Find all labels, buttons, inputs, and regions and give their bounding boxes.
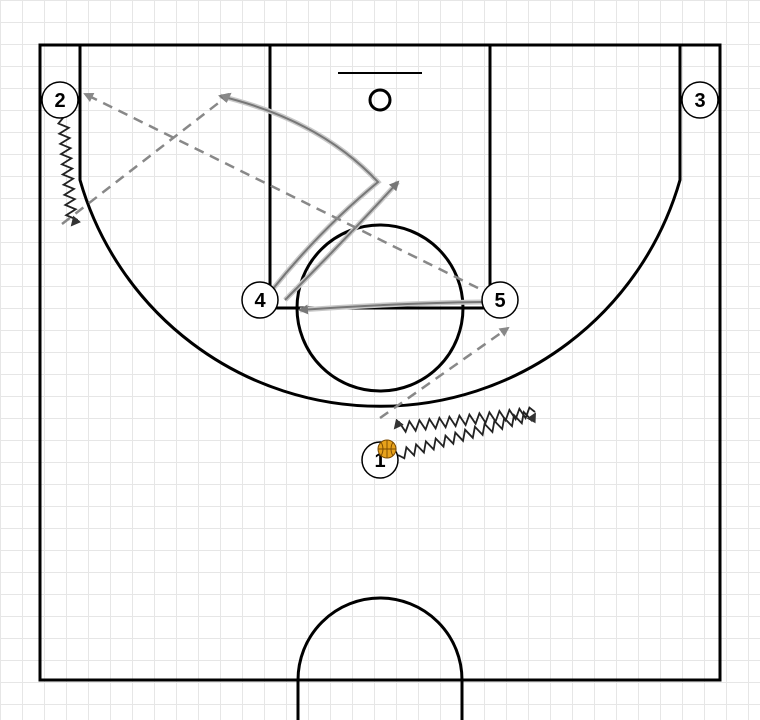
pass-line-5-to-2 <box>83 92 479 290</box>
player-marker <box>681 81 719 119</box>
player-4: 4 <box>241 281 279 319</box>
free-throw-circle <box>295 223 465 393</box>
pass-line-2-to-top <box>61 92 232 225</box>
court-boundary <box>38 43 722 682</box>
player-marker <box>481 281 519 319</box>
player-5: 5 <box>481 281 519 319</box>
player-label: 1 <box>374 450 385 472</box>
cut-path-4-to-top-left <box>218 93 380 291</box>
court-lines <box>38 43 722 720</box>
player-label: 4 <box>254 290 266 312</box>
play-movements <box>56 92 536 460</box>
player-marker <box>41 81 79 119</box>
three-point-arc <box>78 45 682 408</box>
players-layer: 1 2 3 4 5 <box>41 81 719 479</box>
paint-lane <box>268 43 492 310</box>
player-label: 3 <box>694 90 705 112</box>
cut-path-5-to-4 <box>298 301 483 315</box>
player-marker <box>241 281 279 319</box>
dribble-path-1-wing <box>397 410 536 460</box>
player-label: 5 <box>494 290 505 312</box>
player-label: 2 <box>54 90 65 112</box>
player-2: 2 <box>41 81 79 119</box>
pass-line-top-to-wing <box>379 326 510 420</box>
center-circle <box>296 596 464 720</box>
basketball-icon <box>377 439 397 459</box>
dribble-path-1-return <box>393 406 536 434</box>
hoop <box>368 88 392 112</box>
dribble-path-2-corner <box>56 117 81 227</box>
player-3: 3 <box>681 81 719 119</box>
cut-path-4-to-elbow <box>284 180 400 301</box>
player-1: 1 <box>361 439 399 479</box>
